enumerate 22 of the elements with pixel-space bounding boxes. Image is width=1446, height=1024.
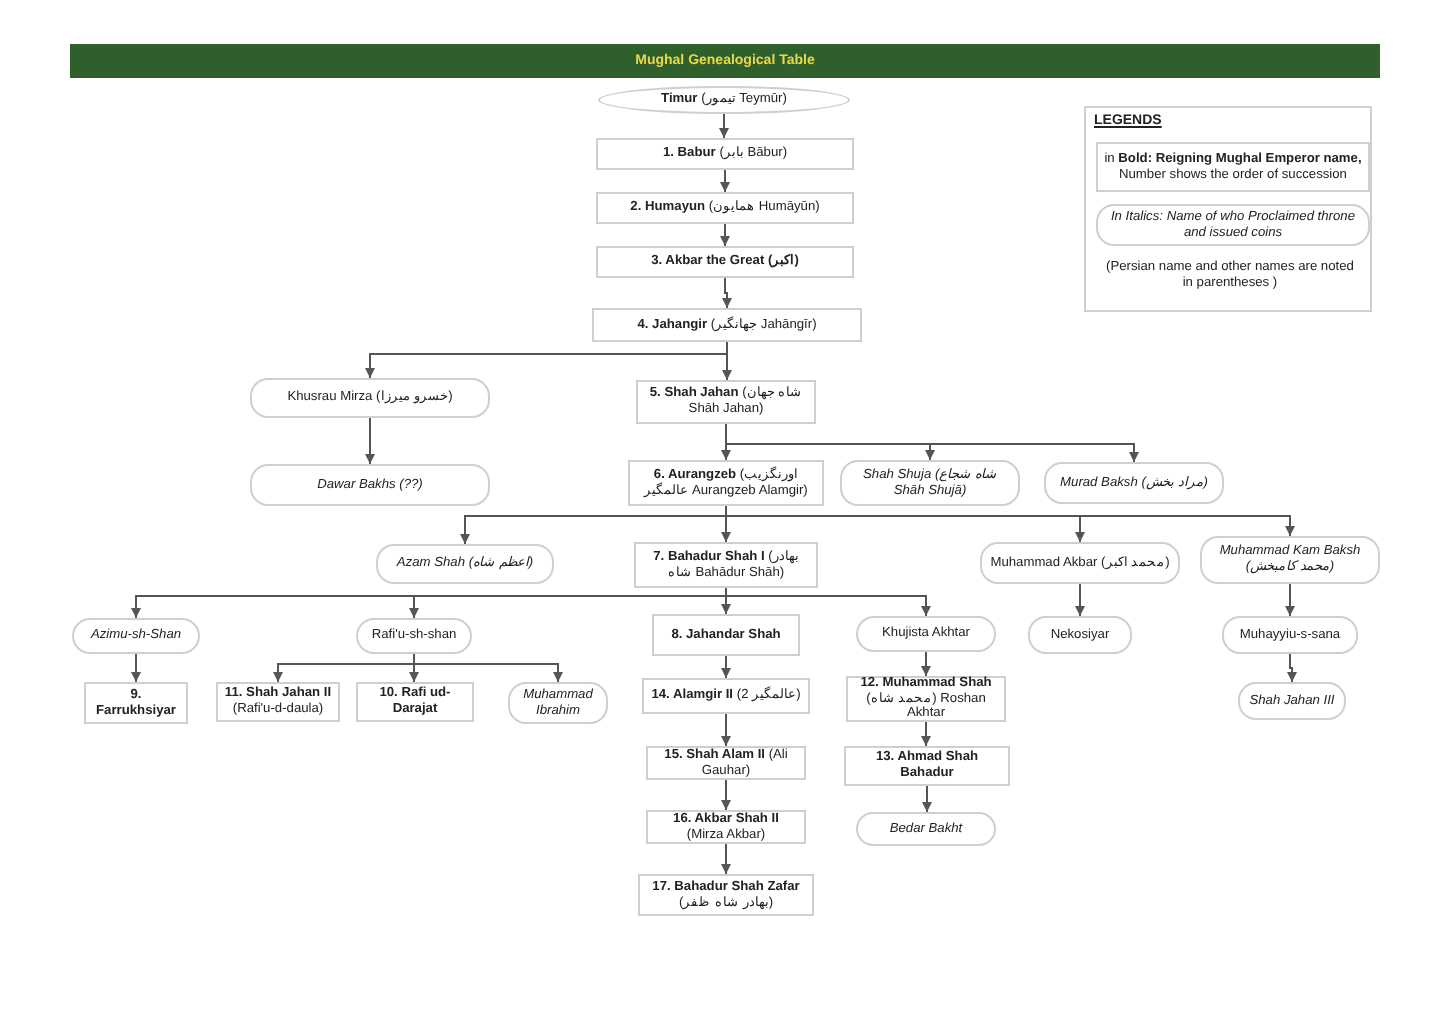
connector-arrow bbox=[722, 341, 732, 381]
connector-arrow bbox=[725, 587, 931, 617]
connector-arrow bbox=[721, 779, 731, 811]
connector-arrow bbox=[1287, 653, 1297, 683]
connector-arrow bbox=[922, 785, 932, 813]
connector-arrow bbox=[725, 505, 1295, 537]
connector-arrow bbox=[921, 651, 931, 677]
connector-arrow bbox=[1285, 583, 1295, 617]
connector-arrow bbox=[720, 169, 730, 193]
connector-arrow bbox=[721, 655, 731, 679]
connector-arrow bbox=[921, 721, 931, 747]
connector-arrow bbox=[719, 113, 729, 139]
connector-arrow bbox=[721, 713, 731, 747]
connector-arrow bbox=[365, 417, 375, 465]
connector-arrow bbox=[720, 223, 730, 247]
connector-arrow bbox=[722, 277, 732, 309]
connector-arrow bbox=[725, 423, 1139, 463]
connector-arrow bbox=[131, 653, 141, 683]
connector-arrow bbox=[413, 653, 563, 683]
connector-arrow bbox=[721, 843, 731, 875]
connector-arrow bbox=[1075, 583, 1085, 617]
legend-box bbox=[1084, 106, 1372, 312]
